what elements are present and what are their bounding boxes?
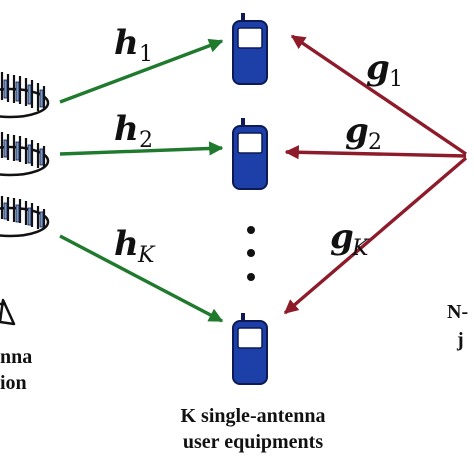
label-g2-sub: 2 (368, 130, 382, 155)
label-hK-sub: K (137, 243, 156, 268)
arrow-g1 (290, 34, 467, 156)
arrow-h2 (59, 141, 224, 156)
arrow-g2 (284, 145, 467, 160)
label-h1: h 1 (114, 23, 153, 67)
label-gK-sub: K (351, 236, 370, 261)
antenna-symbol-icon (0, 298, 16, 326)
right-caption-line1: N- (447, 301, 468, 323)
left-caption-line1: nna (0, 346, 32, 368)
label-h1-base: h (114, 23, 139, 63)
arrow-gK (283, 156, 468, 315)
label-g1-base: g (366, 48, 390, 88)
phone-icon (232, 13, 268, 85)
arrow-h1 (59, 38, 224, 104)
ellipsis-dots-icon (247, 226, 255, 281)
label-gK-base: g (330, 217, 354, 257)
label-g2-base: g (345, 111, 369, 151)
label-h2-base: h (114, 109, 139, 149)
label-h1-sub: 1 (139, 42, 153, 67)
label-g1-sub: 1 (389, 67, 403, 92)
label-h2: h 2 (114, 109, 153, 153)
phone-icon (232, 118, 268, 190)
antenna-ring-top (0, 72, 50, 119)
left-caption-line2: ion (0, 372, 27, 394)
antenna-ring-middle (0, 132, 50, 177)
users-caption-line2: user equipments (183, 431, 323, 453)
phone-icon (232, 313, 268, 385)
users-caption-line1: K single-antenna (180, 405, 325, 427)
label-g1: g 1 (366, 48, 403, 92)
label-gK: g K (330, 217, 370, 261)
label-hK-base: h (114, 224, 139, 264)
label-h2-sub: 2 (139, 128, 153, 153)
antenna-array-icon (0, 72, 50, 238)
arrow-hK (59, 234, 224, 323)
right-caption-line2: j (456, 329, 464, 351)
antenna-ring-bottom (0, 196, 50, 238)
label-g2: g 2 (345, 111, 382, 155)
label-hK: h K (114, 224, 156, 268)
